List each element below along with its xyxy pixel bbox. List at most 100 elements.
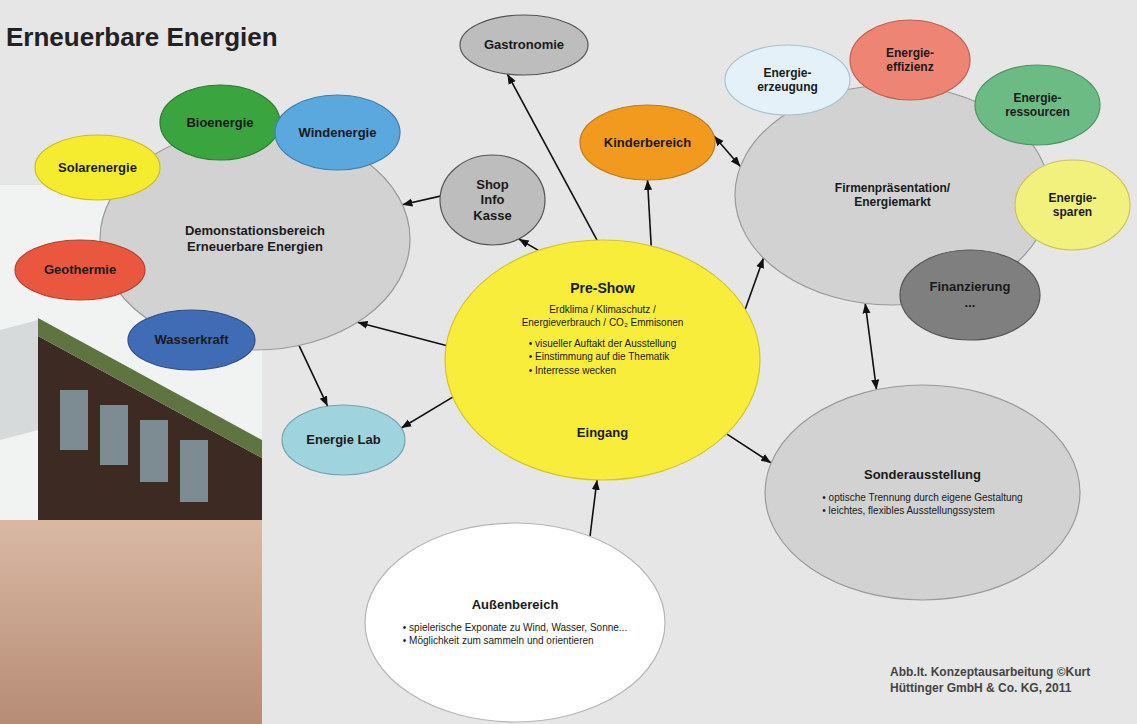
- arrow-connector: [402, 196, 440, 205]
- photo-window: [60, 390, 88, 450]
- ellipse-node: Energie- effizienz: [850, 20, 970, 100]
- arrow-connector: [865, 303, 876, 389]
- node-heading: Sonderausstellung: [864, 467, 981, 483]
- ellipse-node: Energie- ressourcen: [975, 65, 1100, 145]
- ellipse-node: Finanzierung ...: [900, 250, 1040, 340]
- ellipse-node: Windenergie: [275, 95, 400, 170]
- node-content: Demonstationsbereich Erneuerbare Energie…: [168, 223, 343, 254]
- node-content: Gastronomie: [484, 37, 564, 53]
- photo-window: [180, 440, 208, 502]
- ellipse-outline: [275, 95, 400, 170]
- arrow-connector: [590, 480, 597, 536]
- node-heading: Finanzierung ...: [923, 279, 1018, 310]
- arrow-connector: [358, 322, 447, 345]
- node-content: Energie- sparen: [1038, 191, 1108, 220]
- bullet-text: • visueller Auftakt der Ausstellung: [529, 337, 676, 351]
- photo-window: [140, 420, 168, 482]
- node-content: Finanzierung ...: [923, 279, 1018, 310]
- node-heading: Energie- effizienz: [871, 46, 949, 75]
- ellipse-node: Sonderausstellung • optische Trennung dur…: [765, 385, 1080, 600]
- ellipse-outline: [160, 85, 280, 160]
- node-heading: Energie Lab: [306, 432, 380, 448]
- node-content: Energie- effizienz: [871, 46, 949, 75]
- ellipse-outline: [725, 45, 850, 115]
- ellipse-node: Wasserkraft: [128, 310, 255, 370]
- node-content: Firmenpräsentation/ Energiemarkt: [818, 181, 968, 210]
- bullet-text: • Interresse wecken: [529, 364, 616, 378]
- node-heading: Pre-Show: [570, 280, 635, 297]
- node-content: Energie Lab: [306, 432, 380, 448]
- node-content: Energie- erzeugung: [749, 66, 827, 95]
- ellipse-outline: [580, 105, 715, 180]
- ellipse-node: Außenbereich • spielerische Exponate zu W…: [365, 523, 665, 722]
- node-heading: Solarenergie: [58, 160, 137, 176]
- bullet-list: • spielerische Exponate zu Wind, Wasser,…: [403, 621, 627, 648]
- node-content: Geothermie: [44, 262, 116, 278]
- ellipse-outline: [1015, 160, 1130, 250]
- arrow-connector: [299, 345, 328, 406]
- node-heading: Bioenergie: [186, 115, 253, 131]
- arrow-connector: [648, 180, 652, 246]
- node-content: Pre-ShowErdklima / Klimaschutz / Energie…: [510, 280, 695, 440]
- node-content: Kinderbereich: [604, 135, 691, 151]
- ellipse-node: Energie Lab: [282, 405, 405, 475]
- arrow-connector: [745, 258, 763, 309]
- bullet-text: • Einstimmung auf die Thematik: [529, 350, 670, 364]
- ellipse-outline: [282, 405, 405, 475]
- ellipse-node: Solarenergie: [35, 135, 160, 200]
- node-content: Windenergie: [299, 125, 377, 141]
- photo-facade: [0, 320, 38, 440]
- photo-ground: [0, 520, 262, 724]
- node-content: Energie- ressourcen: [998, 91, 1078, 120]
- ellipse-outline: [440, 155, 545, 245]
- ellipse-node: Pre-ShowErdklima / Klimaschutz / Energie…: [445, 240, 760, 480]
- ellipse-outline: [35, 135, 160, 200]
- diagram-title: Erneuerbare Energien: [6, 22, 278, 53]
- ellipse-outline: [850, 20, 970, 100]
- node-heading: Geothermie: [44, 262, 116, 278]
- node-heading: Energie- sparen: [1038, 191, 1108, 220]
- arrow-connector: [519, 239, 539, 250]
- bullet-text: • leichtes, flexibles Ausstellungssystem: [822, 504, 994, 518]
- node-content: Außenbereich • spielerische Exponate zu W…: [403, 597, 627, 648]
- ellipse-outline: [460, 15, 588, 75]
- node-content: Shop Info Kasse: [469, 177, 517, 224]
- node-heading: Shop Info Kasse: [469, 177, 517, 224]
- entrance-label: Eingang: [577, 425, 628, 440]
- ellipse-node: Geothermie: [15, 240, 145, 300]
- node-content: Wasserkraft: [155, 332, 229, 348]
- node-content: Solarenergie: [58, 160, 137, 176]
- ellipse-node: Energie- sparen: [1015, 160, 1130, 250]
- bullet-list: • optische Trennung durch eigene Gestalt…: [822, 491, 1022, 518]
- node-heading: Wasserkraft: [155, 332, 229, 348]
- ellipse-outline: [100, 128, 410, 350]
- ellipse-node: Kinderbereich: [580, 105, 715, 180]
- bullet-list: • visueller Auftakt der Ausstellung• Ein…: [529, 337, 676, 378]
- ellipse-outline: [765, 385, 1080, 600]
- arrow-connector: [401, 397, 452, 428]
- node-heading: Außenbereich: [472, 597, 559, 613]
- ellipse-outline: [128, 310, 255, 370]
- arrow-connector: [727, 434, 772, 463]
- ellipse-outline: [15, 240, 145, 300]
- node-heading: Windenergie: [299, 125, 377, 141]
- ellipse-outline: [975, 65, 1100, 145]
- ellipse-outline: [900, 250, 1040, 340]
- ellipse-node: Gastronomie: [460, 15, 588, 75]
- bullet-text: • optische Trennung durch eigene Gestalt…: [822, 491, 1022, 505]
- ellipse-outline: [445, 240, 760, 480]
- node-heading: Energie- erzeugung: [749, 66, 827, 95]
- ellipse-node: Bioenergie: [160, 85, 280, 160]
- bullet-text: • Möglichkeit zum sammeln und orientiere…: [403, 634, 594, 648]
- ellipse-node: Shop Info Kasse: [440, 155, 545, 245]
- node-heading: Kinderbereich: [604, 135, 691, 151]
- arrow-connector: [714, 136, 740, 167]
- bullet-text: • spielerische Exponate zu Wind, Wasser,…: [403, 621, 627, 635]
- body-text: Erdklima / Klimaschutz / Energieverbrauc…: [510, 303, 695, 329]
- figure-caption: Abb.lt. Konzeptausarbeitung ©Kurt Hüttin…: [890, 664, 1130, 696]
- photo-window: [100, 405, 128, 465]
- node-heading: Firmenpräsentation/ Energiemarkt: [818, 181, 968, 210]
- node-content: Bioenergie: [186, 115, 253, 131]
- node-heading: Gastronomie: [484, 37, 564, 53]
